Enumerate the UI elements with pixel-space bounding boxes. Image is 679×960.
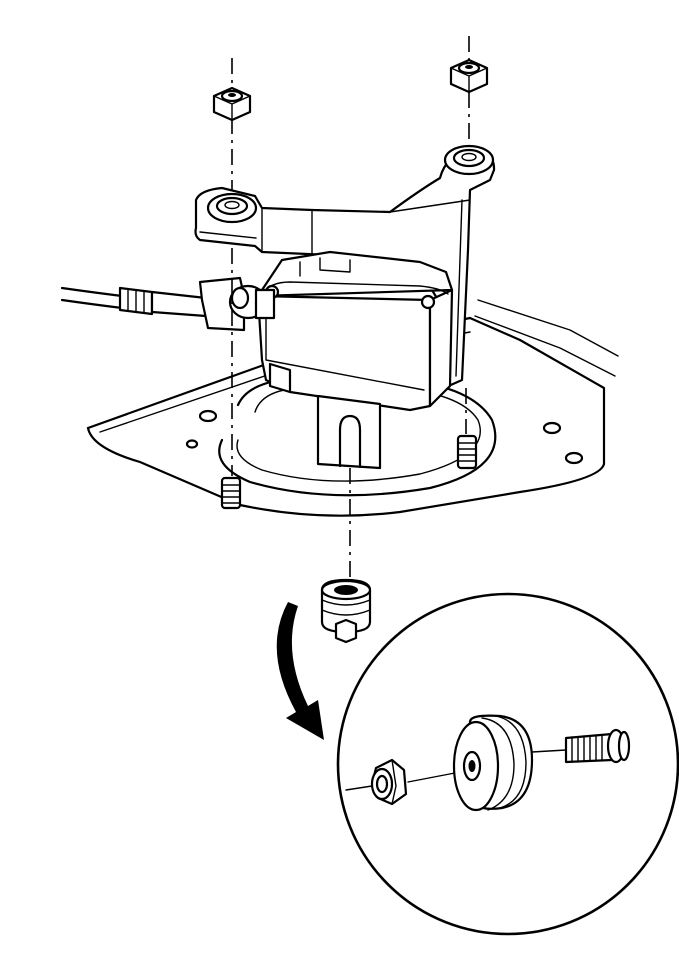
- electrical-connector: [118, 276, 276, 332]
- isolator-grommet: [320, 578, 372, 644]
- detail-inset-nut: [370, 758, 408, 806]
- mounting-stud-right: [456, 434, 478, 470]
- mounting-nut-left: [212, 86, 252, 122]
- module-bracket: [194, 144, 496, 390]
- cable-harness: [60, 286, 124, 310]
- detail-inset-stud: [564, 728, 631, 764]
- detail-arrow: [276, 602, 324, 740]
- detail-inset: [336, 592, 679, 936]
- mounting-stud-left: [220, 476, 242, 510]
- assembly-centerlines: [231, 36, 470, 582]
- mounting-nut-right: [449, 58, 489, 94]
- detail-inset-grommet: [452, 714, 534, 812]
- control-module: [256, 250, 454, 470]
